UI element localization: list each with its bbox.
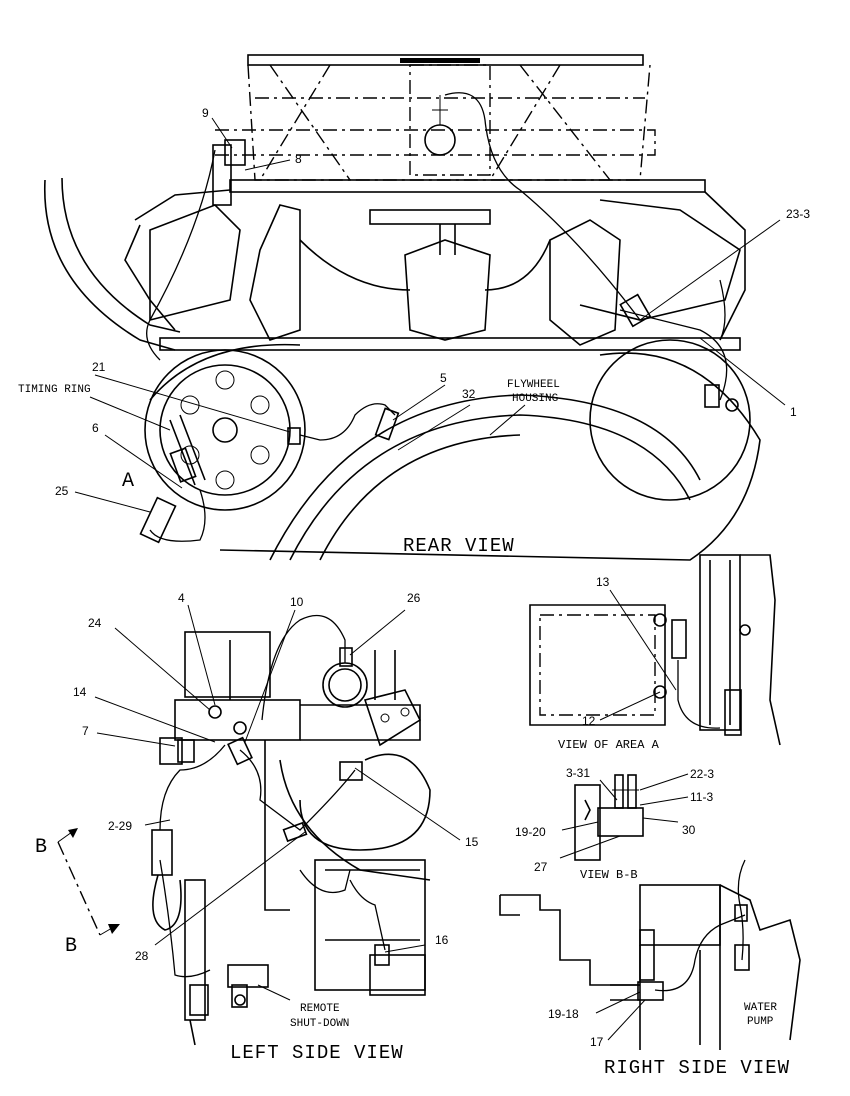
remote-shutdown-label-line2: SHUT-DOWN (290, 1018, 349, 1030)
water-pump-label-line2: PUMP (747, 1016, 774, 1028)
callout-7: 7 (82, 724, 89, 738)
callout-24: 24 (88, 616, 102, 630)
callout-9: 9 (202, 106, 209, 120)
area-a-leaders (599, 589, 677, 721)
section-b-markers (57, 828, 120, 936)
callout-23-3: 23-3 (786, 207, 810, 221)
callout-30: 30 (682, 823, 696, 837)
callout-8: 8 (295, 152, 302, 166)
left-side-view-drawing (151, 614, 431, 1046)
callout-27: 27 (534, 860, 548, 874)
rear-view-labels: 9 8 23-3 21 5 32 6 25 1 TIMING RING FLYW… (18, 106, 810, 557)
rear-view-leaders (74, 117, 786, 513)
callout-16: 16 (435, 933, 449, 947)
rear-view-drawing (44, 54, 761, 561)
right-side-view-drawing (499, 859, 801, 1050)
right-side-view-leaders (595, 991, 646, 1041)
flywheel-label-line2: HOUSING (512, 393, 558, 405)
area-a-labels: 13 12 VIEW OF AREA A (558, 575, 660, 752)
callout-26: 26 (407, 591, 421, 605)
callout-3-31: 3-31 (566, 766, 590, 780)
callout-15: 15 (465, 835, 479, 849)
callout-11-3: 11-3 (690, 790, 713, 804)
marker-b-lower: B (65, 935, 78, 958)
left-side-view-leaders (94, 604, 461, 1001)
rear-view-title: REAR VIEW (403, 535, 515, 557)
callout-6: 6 (92, 421, 99, 435)
callout-1: 1 (790, 405, 797, 419)
callout-13: 13 (596, 575, 610, 589)
water-pump-label-line1: WATER (744, 1002, 777, 1014)
remote-shutdown-label-line1: REMOTE (300, 1003, 340, 1015)
callout-19-18: 19-18 (548, 1007, 579, 1021)
view-bb-title: VIEW B-B (580, 868, 638, 882)
timing-ring-label: TIMING RING (18, 384, 91, 396)
marker-b-upper: B (35, 836, 48, 859)
callout-2-29: 2-29 (108, 819, 132, 833)
callout-17: 17 (590, 1035, 604, 1049)
callout-12: 12 (582, 714, 596, 728)
view-bb-leaders (559, 773, 689, 859)
view-bb-labels: 3-31 22-3 11-3 19-20 30 27 VIEW B-B (515, 766, 714, 882)
right-side-view-labels: 19-18 17 WATER PUMP RIGHT SIDE VIEW (548, 1002, 790, 1079)
callout-28: 28 (135, 949, 149, 963)
area-a-drawing (529, 554, 781, 746)
view-bb-drawing (574, 774, 644, 861)
callout-5: 5 (440, 371, 447, 385)
left-side-view-labels: 4 10 26 24 14 7 2-29 15 28 16 B B REMOTE… (35, 591, 479, 1064)
left-side-view-title: LEFT SIDE VIEW (230, 1042, 404, 1064)
callout-32: 32 (462, 387, 476, 401)
callout-25: 25 (55, 484, 69, 498)
marker-a: A (122, 470, 135, 493)
callout-14: 14 (73, 685, 87, 699)
callout-10: 10 (290, 595, 304, 609)
callout-21: 21 (92, 360, 106, 374)
callout-4: 4 (178, 591, 185, 605)
flywheel-label-line1: FLYWHEEL (507, 379, 560, 391)
area-a-title: VIEW OF AREA A (558, 738, 660, 752)
right-side-view-title: RIGHT SIDE VIEW (604, 1057, 790, 1079)
callout-22-3: 22-3 (690, 767, 714, 781)
callout-19-20: 19-20 (515, 825, 546, 839)
